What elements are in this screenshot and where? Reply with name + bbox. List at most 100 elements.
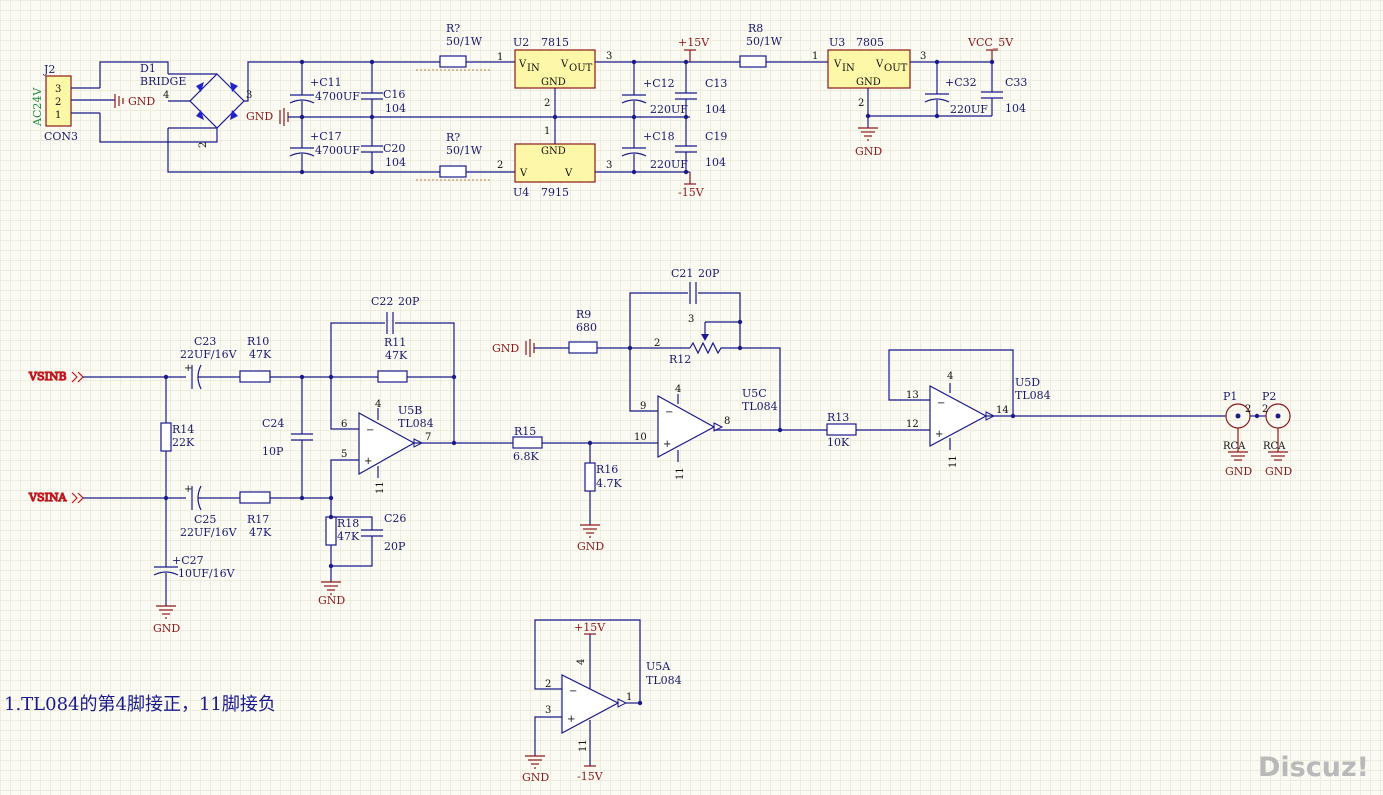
svg-text:AC24V: AC24V xyxy=(31,87,44,127)
svg-text:GND: GND xyxy=(153,622,180,635)
svg-text:10UF/16V: 10UF/16V xyxy=(178,567,236,580)
svg-text:3: 3 xyxy=(606,160,612,171)
svg-text:2: 2 xyxy=(198,142,209,148)
svg-text:R?: R? xyxy=(446,131,460,144)
svg-text:+: + xyxy=(935,429,943,440)
svg-text:−: − xyxy=(366,425,374,436)
svg-text:20P: 20P xyxy=(398,295,420,308)
svg-text:U4: U4 xyxy=(513,186,529,199)
svg-text:50/1W: 50/1W xyxy=(746,35,783,48)
svg-text:+C18: +C18 xyxy=(643,130,675,143)
svg-text:47K: 47K xyxy=(337,530,360,543)
svg-text:+: + xyxy=(184,363,192,374)
power-port-minus15-u5a: -15V xyxy=(577,765,604,783)
svg-text:7: 7 xyxy=(425,432,431,443)
svg-text:+C17: +C17 xyxy=(310,130,342,143)
svg-text:R17: R17 xyxy=(247,513,269,526)
resistor-r8: R8 50/1W 1 xyxy=(739,22,828,68)
svg-text:R9: R9 xyxy=(576,308,591,321)
svg-text:P1: P1 xyxy=(1223,390,1237,403)
svg-text:4: 4 xyxy=(375,399,381,410)
svg-text:7915: 7915 xyxy=(541,186,569,199)
svg-text:2: 2 xyxy=(55,97,61,108)
svg-text:11: 11 xyxy=(948,455,959,468)
svg-text:6: 6 xyxy=(341,419,347,430)
svg-text:GND: GND xyxy=(541,77,566,88)
svg-text:4700UF: 4700UF xyxy=(315,144,360,157)
svg-text:104: 104 xyxy=(385,102,406,115)
svg-text:V: V xyxy=(875,59,884,70)
svg-text:V: V xyxy=(833,59,842,70)
rca-jack-p2: P2 2 RCA GND xyxy=(1262,390,1292,478)
svg-text:GND: GND xyxy=(541,146,566,157)
connector-j2: J2 CON3 3 2 1 AC24V xyxy=(31,61,169,143)
svg-text:V: V xyxy=(519,168,528,179)
svg-text:3: 3 xyxy=(55,84,61,95)
resistor-r-bottom: R? 50/1W 2 xyxy=(415,131,515,181)
svg-text:1: 1 xyxy=(626,692,632,703)
svg-text:U2: U2 xyxy=(513,36,529,49)
svg-text:220UF: 220UF xyxy=(650,158,688,171)
opamp-u5a: − + 2 3 4 11 U5A TL084 1 xyxy=(545,634,682,766)
gnd-symbol-r9: GND xyxy=(492,339,569,357)
gnd-symbol-j2: GND xyxy=(114,94,155,108)
svg-text:C26: C26 xyxy=(384,512,406,525)
svg-text:14: 14 xyxy=(996,405,1009,416)
capacitor-c16: C16 104 xyxy=(361,62,406,117)
svg-text:C21: C21 xyxy=(671,267,693,280)
svg-text:RCA: RCA xyxy=(1223,441,1246,452)
svg-text:+15V: +15V xyxy=(574,621,606,634)
svg-text:10K: 10K xyxy=(827,436,850,449)
svg-text:20P: 20P xyxy=(698,267,720,280)
svg-text:3: 3 xyxy=(920,51,926,62)
svg-text:+: + xyxy=(364,456,372,467)
svg-text:47K: 47K xyxy=(249,348,272,361)
svg-text:1: 1 xyxy=(497,52,503,63)
svg-text:R13: R13 xyxy=(827,411,849,424)
regulator-u4: U4 7915 GND V V 1 3 xyxy=(513,117,690,199)
svg-text:104: 104 xyxy=(385,156,406,169)
capacitor-c26: C26 20P xyxy=(331,512,406,567)
svg-text:11: 11 xyxy=(675,467,686,480)
svg-text:3: 3 xyxy=(688,314,694,325)
svg-text:+C27: +C27 xyxy=(172,554,204,567)
svg-text:10: 10 xyxy=(634,432,647,443)
resistor-r14: R14 22K xyxy=(160,377,195,498)
gnd-symbol-c27: GND xyxy=(153,605,180,635)
svg-text:U5C: U5C xyxy=(742,387,767,400)
svg-text:V: V xyxy=(518,59,527,70)
svg-text:GND: GND xyxy=(492,342,519,355)
svg-text:R11: R11 xyxy=(384,336,406,349)
capacitor-c17: +C17 4700UF xyxy=(289,117,360,172)
svg-text:47K: 47K xyxy=(385,349,408,362)
svg-text:C20: C20 xyxy=(383,142,405,155)
svg-text:GND: GND xyxy=(246,110,273,123)
svg-text:BRIDGE: BRIDGE xyxy=(140,75,186,88)
capacitor-c23: + C23 22UF/16V xyxy=(180,335,240,390)
svg-text:−: − xyxy=(569,686,577,697)
svg-text:8: 8 xyxy=(724,416,730,427)
svg-text:+15V: +15V xyxy=(678,36,710,49)
annotation-note: 1.TL084的第4脚接正，11脚接负 xyxy=(4,694,276,715)
svg-text:TL084: TL084 xyxy=(1015,389,1051,402)
opamp-u5d: − + 13 12 4 11 U5D TL084 14 xyxy=(906,371,1051,468)
capacitor-c13: C13 104 xyxy=(675,62,727,117)
svg-text:TL084: TL084 xyxy=(398,417,434,430)
svg-text:C16: C16 xyxy=(383,88,405,101)
capacitor-c19: C19 104 xyxy=(675,117,727,172)
svg-text:VSINB: VSINB xyxy=(28,370,67,383)
resistor-r16: R16 4.7K xyxy=(584,443,622,525)
svg-text:U5D: U5D xyxy=(1015,376,1040,389)
watermark: Discuz! xyxy=(1258,752,1369,783)
svg-text:4: 4 xyxy=(576,659,587,665)
svg-text:+C11: +C11 xyxy=(310,76,342,89)
svg-text:C23: C23 xyxy=(194,335,216,348)
power-port-plus15-u5a: +15V xyxy=(574,621,606,635)
svg-text:2: 2 xyxy=(858,98,864,109)
svg-text:C13: C13 xyxy=(705,77,727,90)
svg-text:GND: GND xyxy=(855,145,882,158)
capacitor-c22: C22 20P xyxy=(371,295,420,334)
svg-text:22UF/16V: 22UF/16V xyxy=(180,526,238,539)
svg-text:5: 5 xyxy=(341,449,347,460)
capacitor-c32: +C32 220UF xyxy=(924,62,988,116)
